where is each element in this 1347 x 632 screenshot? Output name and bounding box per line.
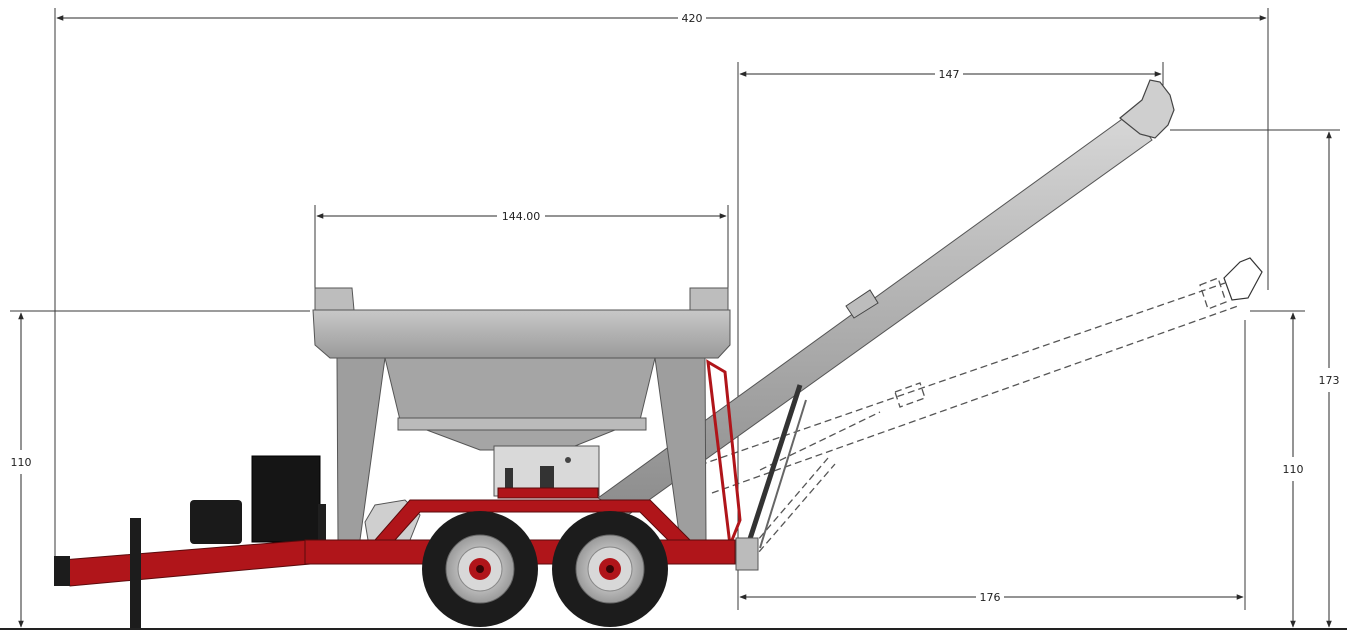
- dim-frame-height: 110: [11, 312, 32, 628]
- hopper-lip-right: [689, 287, 729, 311]
- dim-auger-reach: 147: [739, 68, 1162, 81]
- auger-head: [1119, 79, 1175, 139]
- raised-auger: [597, 79, 1175, 549]
- dim-text-hopper-width: 144.00: [502, 210, 541, 223]
- lift-cylinder: [745, 384, 803, 546]
- dim-text-overall: 420: [682, 12, 703, 25]
- wheel-front: [422, 511, 538, 627]
- hopper: [312, 287, 742, 546]
- lowered-auger-outline: [699, 257, 1263, 561]
- hopper-funnel: [384, 357, 656, 451]
- jack-stand: [130, 518, 141, 628]
- hopper-top-box: [312, 309, 731, 359]
- dim-auger-raised-height: 173: [1319, 131, 1340, 628]
- hitch: [54, 556, 70, 586]
- dim-hopper-width: 144.00: [316, 210, 727, 223]
- dim-overall-length: 420: [56, 12, 1267, 25]
- axle-bracket: [373, 499, 692, 541]
- fuel-tank: [190, 500, 242, 544]
- dim-text-auger-lowered-height: 110: [1283, 463, 1304, 476]
- dim-text-auger-raised-height: 173: [1319, 374, 1340, 387]
- extension-lines: [10, 8, 1340, 610]
- dim-auger-lowered-height: 110: [1283, 312, 1304, 628]
- dim-text-auger-lowered-reach: 176: [980, 591, 1001, 604]
- dim-text-auger-reach: 147: [939, 68, 960, 81]
- tongue: [61, 539, 311, 587]
- dim-auger-lowered-reach: 176: [739, 591, 1244, 604]
- hopper-lip-left: [314, 287, 355, 311]
- engine-block: [251, 455, 321, 543]
- wheel-rear: [552, 511, 668, 627]
- dim-text-frame-height: 110: [11, 456, 32, 469]
